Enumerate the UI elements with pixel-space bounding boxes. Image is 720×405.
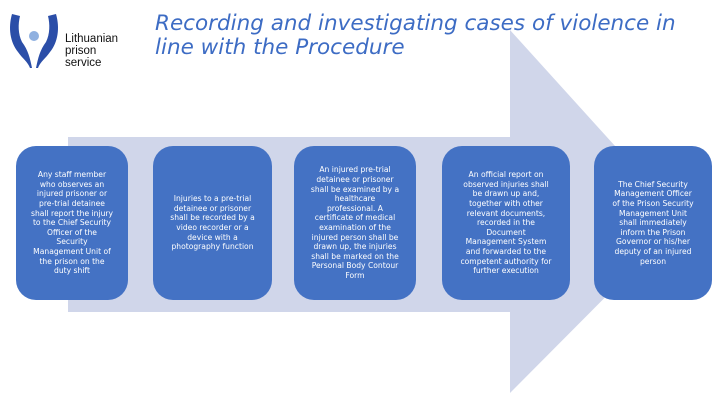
hands-logo-icon xyxy=(10,14,58,68)
step-3-box: An injured pre-trial detainee or prisone… xyxy=(294,146,416,300)
logo-text: Lithuanian prison service xyxy=(65,33,119,69)
lithuanian-prison-service-logo: Lithuanian prison service xyxy=(4,8,134,72)
step-2-box: Injuries to a pre-trial detainee or pris… xyxy=(153,146,272,300)
step-1-box: Any staff member who observes an injured… xyxy=(16,146,128,300)
step-4-box: An official report on observed injuries … xyxy=(442,146,570,300)
step-5-box: The Chief Security Management Officer of… xyxy=(594,146,712,300)
slide-title: Recording and investigating cases of vio… xyxy=(155,11,676,60)
